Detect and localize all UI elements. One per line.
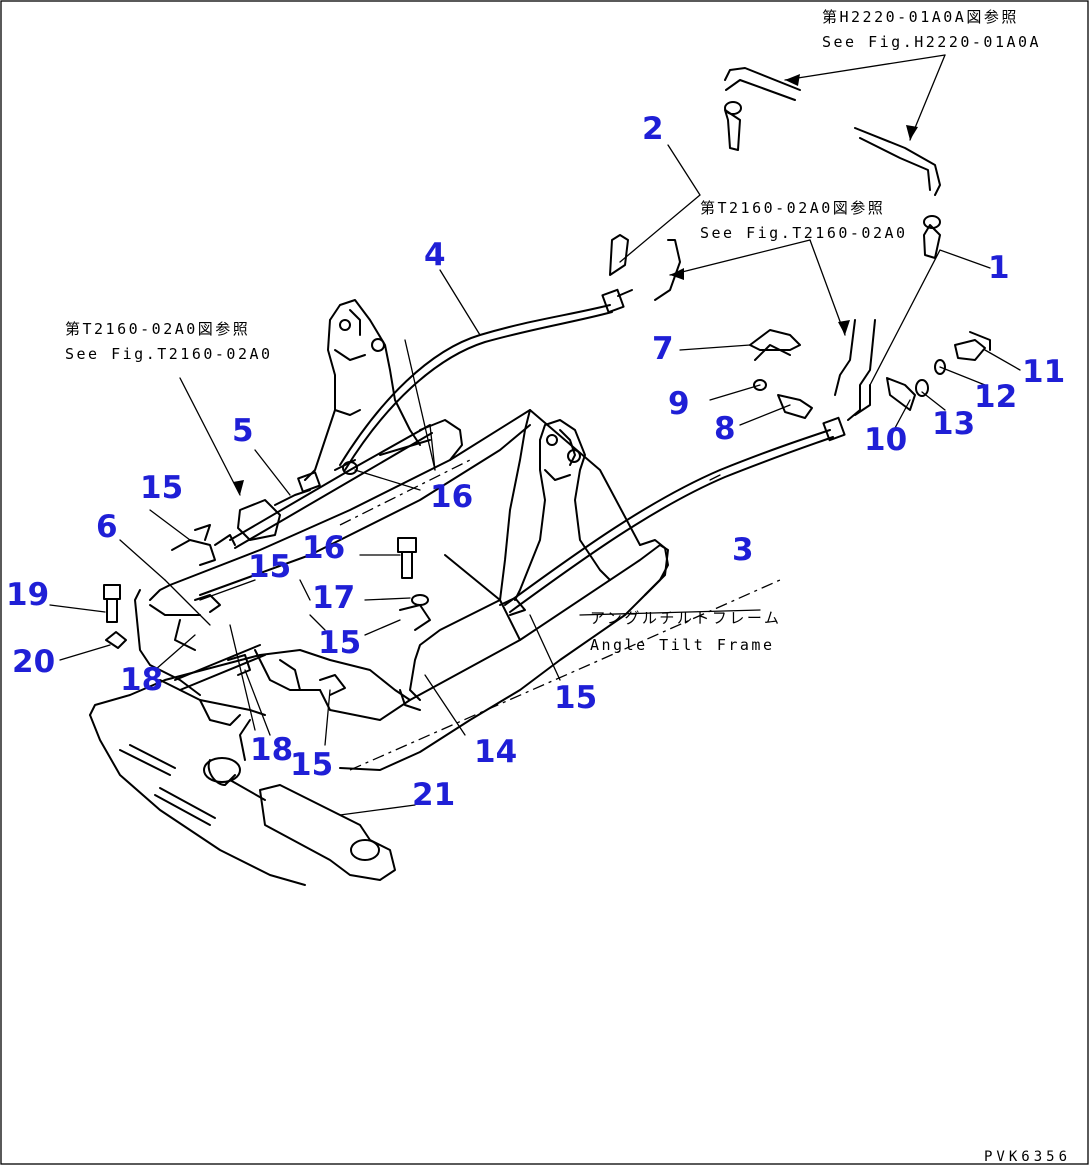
arrowhead bbox=[233, 480, 244, 495]
reference-notes: 第H2220-01A0A図参照 See Fig.H2220-01A0A 第T21… bbox=[65, 8, 1041, 654]
part-number-13: 13 bbox=[932, 406, 975, 442]
hoses bbox=[174, 67, 941, 691]
part-number-2: 2 bbox=[642, 111, 664, 147]
part-numbers: 1 2 3 4 5 6 7 8 9 10 11 12 13 14 15 15 1… bbox=[6, 111, 1065, 813]
part-number-16: 16 bbox=[430, 479, 473, 515]
part-number-17: 17 bbox=[312, 580, 355, 616]
frame-label-en: Angle Tilt Frame bbox=[590, 636, 775, 654]
ref-note-1-en: See Fig.H2220-01A0A bbox=[822, 33, 1041, 51]
part-number-1: 1 bbox=[988, 250, 1010, 286]
part-number-11: 11 bbox=[1022, 354, 1065, 390]
arrowhead bbox=[785, 74, 800, 86]
part-number-14: 14 bbox=[474, 734, 517, 770]
ref-note-2-jp: 第T2160-02A0図参照 bbox=[700, 199, 885, 217]
part-number-9: 9 bbox=[668, 386, 690, 422]
part-number-18: 18 bbox=[250, 732, 293, 768]
ref-note-1-jp: 第H2220-01A0A図参照 bbox=[822, 8, 1019, 26]
arrowhead bbox=[670, 268, 684, 280]
part-number-15: 15 bbox=[290, 747, 333, 783]
part-number-5: 5 bbox=[232, 413, 254, 449]
part-number-4: 4 bbox=[424, 237, 446, 273]
part-number-21: 21 bbox=[412, 777, 455, 813]
leader-lines bbox=[49, 54, 1021, 816]
ref-note-3-jp: 第T2160-02A0図参照 bbox=[65, 320, 250, 338]
part-number-15: 15 bbox=[140, 470, 183, 506]
drawing-code: PVK6356 bbox=[984, 1149, 1071, 1165]
arrowhead bbox=[838, 320, 850, 335]
part-number-12: 12 bbox=[974, 379, 1017, 415]
part-number-20: 20 bbox=[12, 644, 55, 680]
part-number-19: 19 bbox=[6, 577, 49, 613]
ref-note-3-en: See Fig.T2160-02A0 bbox=[65, 345, 273, 363]
part-number-16: 16 bbox=[302, 530, 345, 566]
ref-note-2-en: See Fig.T2160-02A0 bbox=[700, 224, 908, 242]
part-number-7: 7 bbox=[652, 331, 674, 367]
angle-tilt-frame bbox=[89, 299, 781, 886]
part-number-15: 15 bbox=[248, 549, 291, 585]
small-components bbox=[103, 329, 991, 881]
arrowhead bbox=[906, 125, 918, 140]
part-number-18: 18 bbox=[120, 662, 163, 698]
frame-label-jp: アングルチルトフレーム bbox=[590, 609, 781, 627]
part-number-8: 8 bbox=[714, 411, 736, 447]
part-number-15: 15 bbox=[318, 625, 361, 661]
part-number-15: 15 bbox=[554, 680, 597, 716]
part-number-10: 10 bbox=[864, 422, 907, 458]
part-number-6: 6 bbox=[96, 509, 118, 545]
part-number-3: 3 bbox=[732, 532, 754, 568]
